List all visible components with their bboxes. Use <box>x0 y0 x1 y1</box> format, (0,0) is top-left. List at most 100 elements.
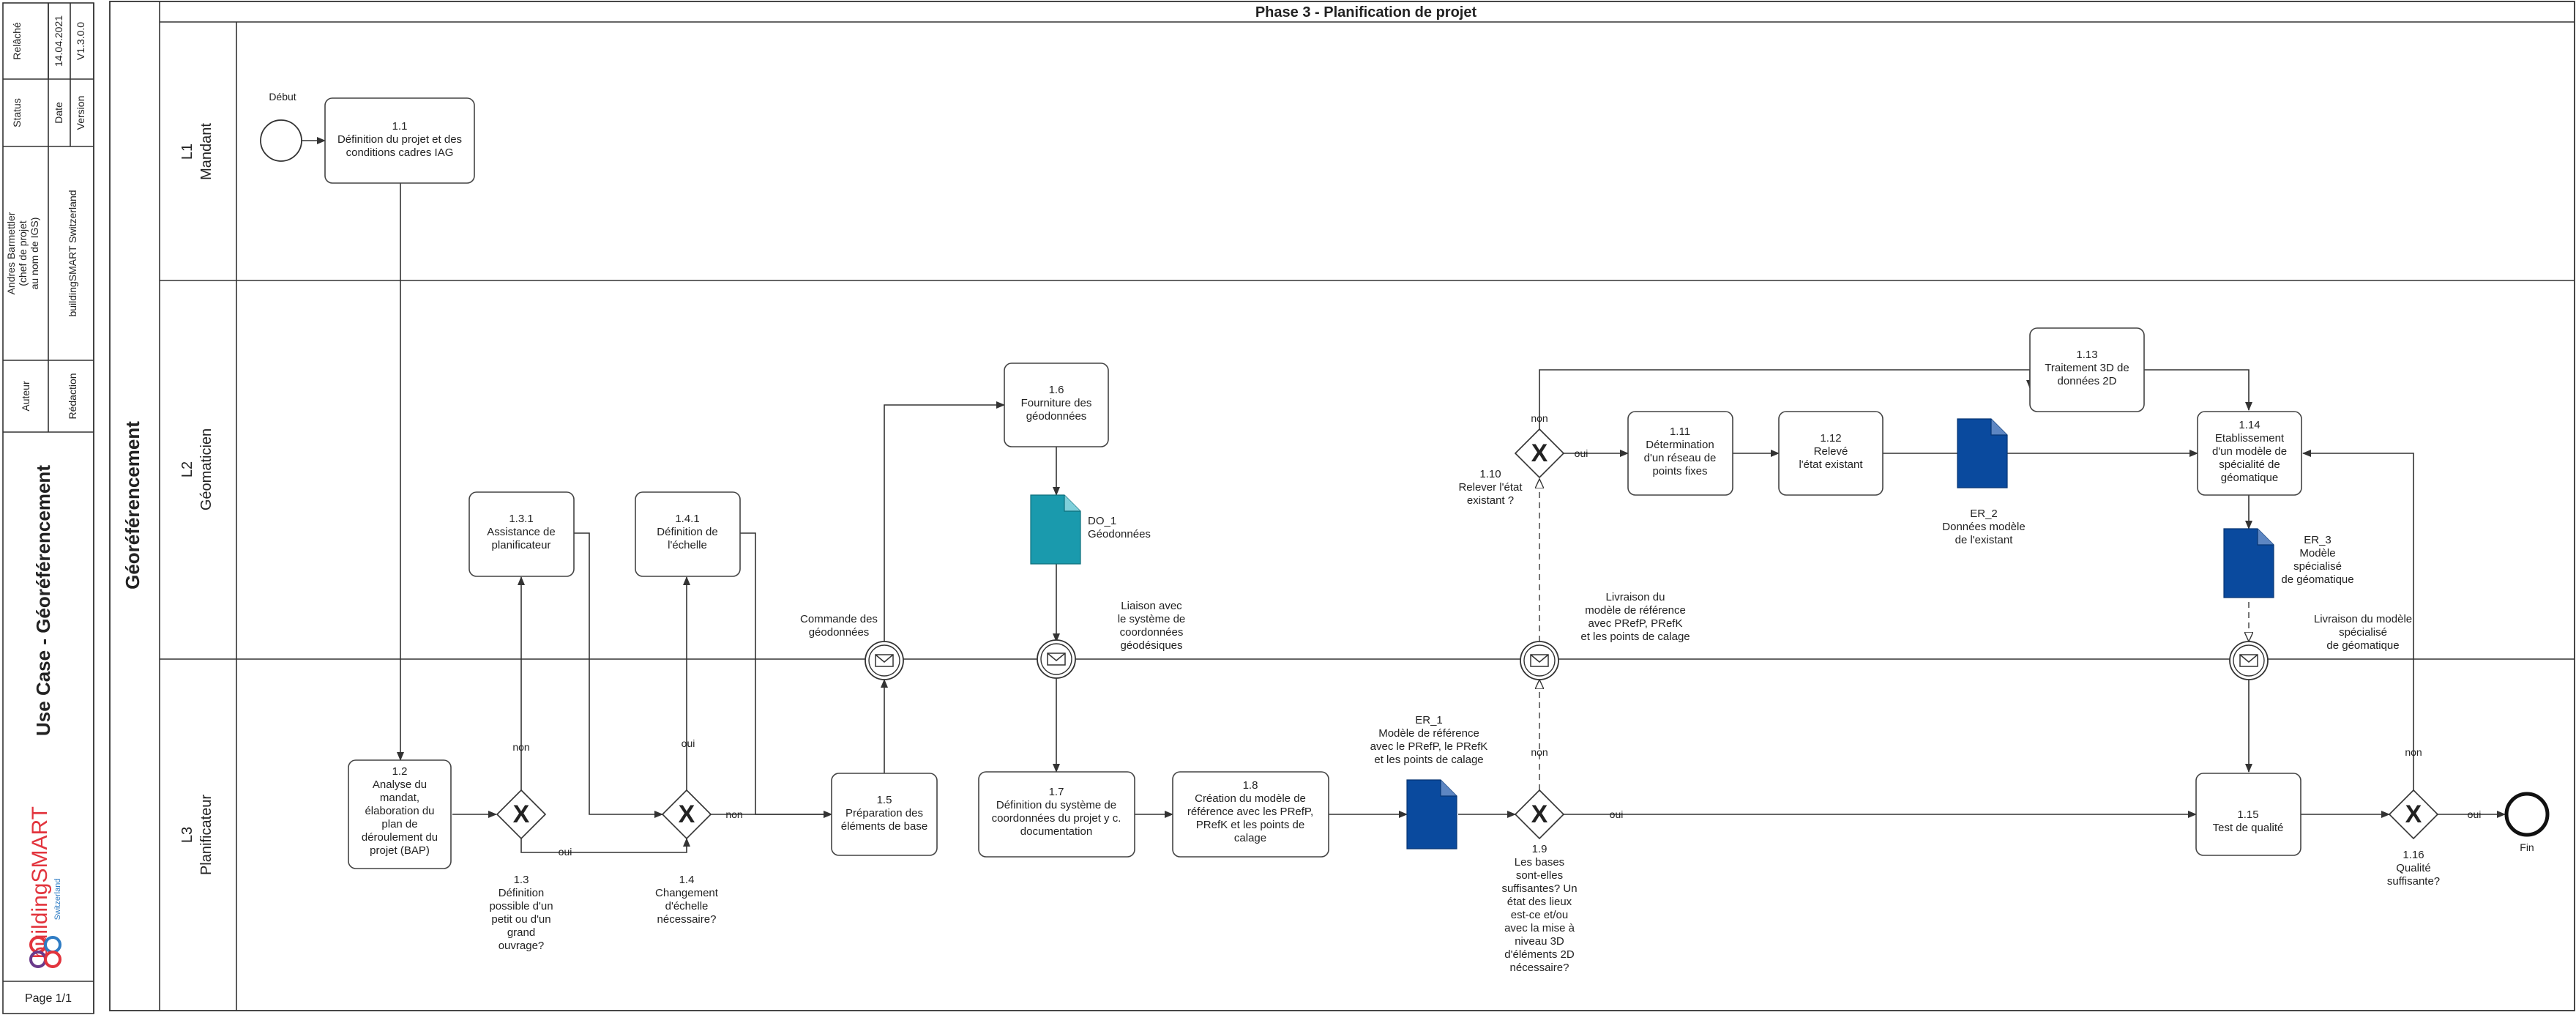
start-event[interactable] <box>260 119 302 162</box>
task-1-11[interactable] <box>1627 411 1733 496</box>
task-1-3-1-label-line: planificateur <box>492 539 551 551</box>
page-number: Page 1/1 <box>25 992 72 1005</box>
message-event-4[interactable] <box>2229 641 2269 680</box>
flow-label-non-1-3: non <box>512 741 529 753</box>
message-4-label-line: spécialisé <box>2339 626 2387 639</box>
gateway-1-4-label-line: 1.4 <box>679 874 695 886</box>
gateway-1-4[interactable]: X <box>661 789 712 840</box>
task-1-12-label-line: 1.12 <box>1820 432 1841 445</box>
start-label: Début <box>269 91 296 103</box>
lane-l1-name: Mandant <box>198 123 214 180</box>
date-value: 14.04.2021 <box>53 15 64 67</box>
task-1-5[interactable] <box>831 773 938 856</box>
task-1-2-label-line: élaboration du <box>365 805 434 817</box>
task-1-13[interactable] <box>2029 327 2145 412</box>
end-event[interactable] <box>2504 792 2550 837</box>
document-er1-icon[interactable] <box>1406 779 1457 849</box>
task-1-7[interactable] <box>978 771 1135 858</box>
gateway-1-9-label-line: état des lieux <box>1507 896 1572 908</box>
task-1-7-label-line: Définition du système de <box>996 799 1116 811</box>
task-1-2-label-line: mandat, <box>380 792 419 804</box>
message-2-label-line: Liaison avec <box>1121 600 1182 612</box>
document-er2-label-line: de l'existant <box>1955 534 2014 546</box>
task-1-12[interactable] <box>1778 411 1884 496</box>
task-1-1-label-line: conditions cadres IAG <box>346 146 454 159</box>
message-flows <box>1539 479 2249 790</box>
document-do1-label-line: Géodonnées <box>1088 528 1151 540</box>
flow-label-non-1-4: non <box>725 808 742 820</box>
task-1-1[interactable] <box>324 97 475 184</box>
gateway-1-9-label-line: d'éléments 2D <box>1504 948 1575 961</box>
gateway-1-4-label-line: nécessaire? <box>657 913 717 926</box>
document-er3-icon[interactable] <box>2223 528 2274 598</box>
document-er1-label-line: ER_1 <box>1415 714 1443 726</box>
task-1-8-label-line: PRefK et les points de <box>1196 819 1304 831</box>
task-1-12-label-line: l'état existant <box>1799 458 1863 471</box>
document-er2-icon[interactable] <box>1957 418 2008 488</box>
task-1-14[interactable] <box>2197 411 2302 496</box>
task-1-3-1-label-line: Assistance de <box>487 526 555 538</box>
task-1-6[interactable] <box>1004 362 1109 447</box>
task-1-13-label-line: données 2D <box>2058 375 2117 387</box>
gateway-1-3[interactable]: X <box>496 789 547 840</box>
task-1-11-label-line: 1.11 <box>1670 425 1690 438</box>
task-1-5-label-line: Préparation des <box>845 807 923 819</box>
task-1-5-label-line: éléments de base <box>841 820 927 833</box>
label-date: Date <box>53 102 64 124</box>
message-event-1[interactable] <box>865 641 904 680</box>
message-3-label-line: modèle de référence <box>1585 604 1686 617</box>
task-1-8-label-line: 1.8 <box>1243 779 1258 792</box>
task-1-8[interactable] <box>1172 771 1329 858</box>
task-1-15-label-line: 1.15 <box>2237 808 2258 821</box>
task-1-12-label-line: Relevé <box>1814 445 1848 458</box>
gateway-1-16[interactable]: X <box>2388 789 2439 840</box>
message-2-label-line: coordonnées <box>1120 626 1184 639</box>
task-1-3-1[interactable] <box>468 491 575 577</box>
document-do1-icon[interactable] <box>1030 494 1081 565</box>
message-3-label-line: avec PRefP, PRefK <box>1588 617 1683 630</box>
task-1-8-label-line: référence avec les PRefP, <box>1187 806 1313 818</box>
task-1-7-label-line: 1.7 <box>1049 786 1064 798</box>
flow-label-non-1-10: non <box>1531 412 1548 424</box>
gateway-1-4-label-line: Changement <box>655 887 719 899</box>
task-1-14-label-line: géomatique <box>2221 472 2278 484</box>
use-case-title: Use Case - Géoréférencement <box>32 465 54 736</box>
task-1-14-label-line: spécialité de <box>2219 458 2280 471</box>
task-1-2-label-line: Analyse du <box>373 778 427 791</box>
message-event-3[interactable] <box>1520 641 1559 680</box>
gateway-1-9[interactable]: X <box>1514 789 1565 840</box>
envelope-icon <box>1047 652 1066 666</box>
document-sidebar: Relâché Status Auteur 14.04.2021 V1.3.0.… <box>2 2 94 1014</box>
gateway-1-9-label-line: avec la mise à <box>1504 922 1575 934</box>
flow-label-non-1-9: non <box>1531 746 1548 758</box>
gateway-1-16-label-line: 1.16 <box>2403 849 2424 861</box>
message-event-2[interactable] <box>1037 639 1076 679</box>
task-1-8-label-line: Création du modèle de <box>1195 792 1306 805</box>
lane-l3-id: L3 <box>179 827 195 843</box>
gateway-1-10-label-line: Relever l'état <box>1458 481 1523 494</box>
gateway-1-9-label-line: Les bases <box>1515 856 1564 869</box>
task-1-2[interactable] <box>348 759 452 869</box>
task-1-2-label-line: 1.2 <box>392 765 408 778</box>
task-1-4-1[interactable] <box>635 491 741 577</box>
task-1-2-label-line: déroulement du <box>362 831 438 844</box>
task-1-4-1-label-line: l'échelle <box>668 539 707 551</box>
task-1-15[interactable] <box>2195 773 2301 856</box>
gateway-1-10[interactable]: X <box>1514 428 1565 479</box>
task-1-13-label-line: 1.13 <box>2076 349 2097 361</box>
